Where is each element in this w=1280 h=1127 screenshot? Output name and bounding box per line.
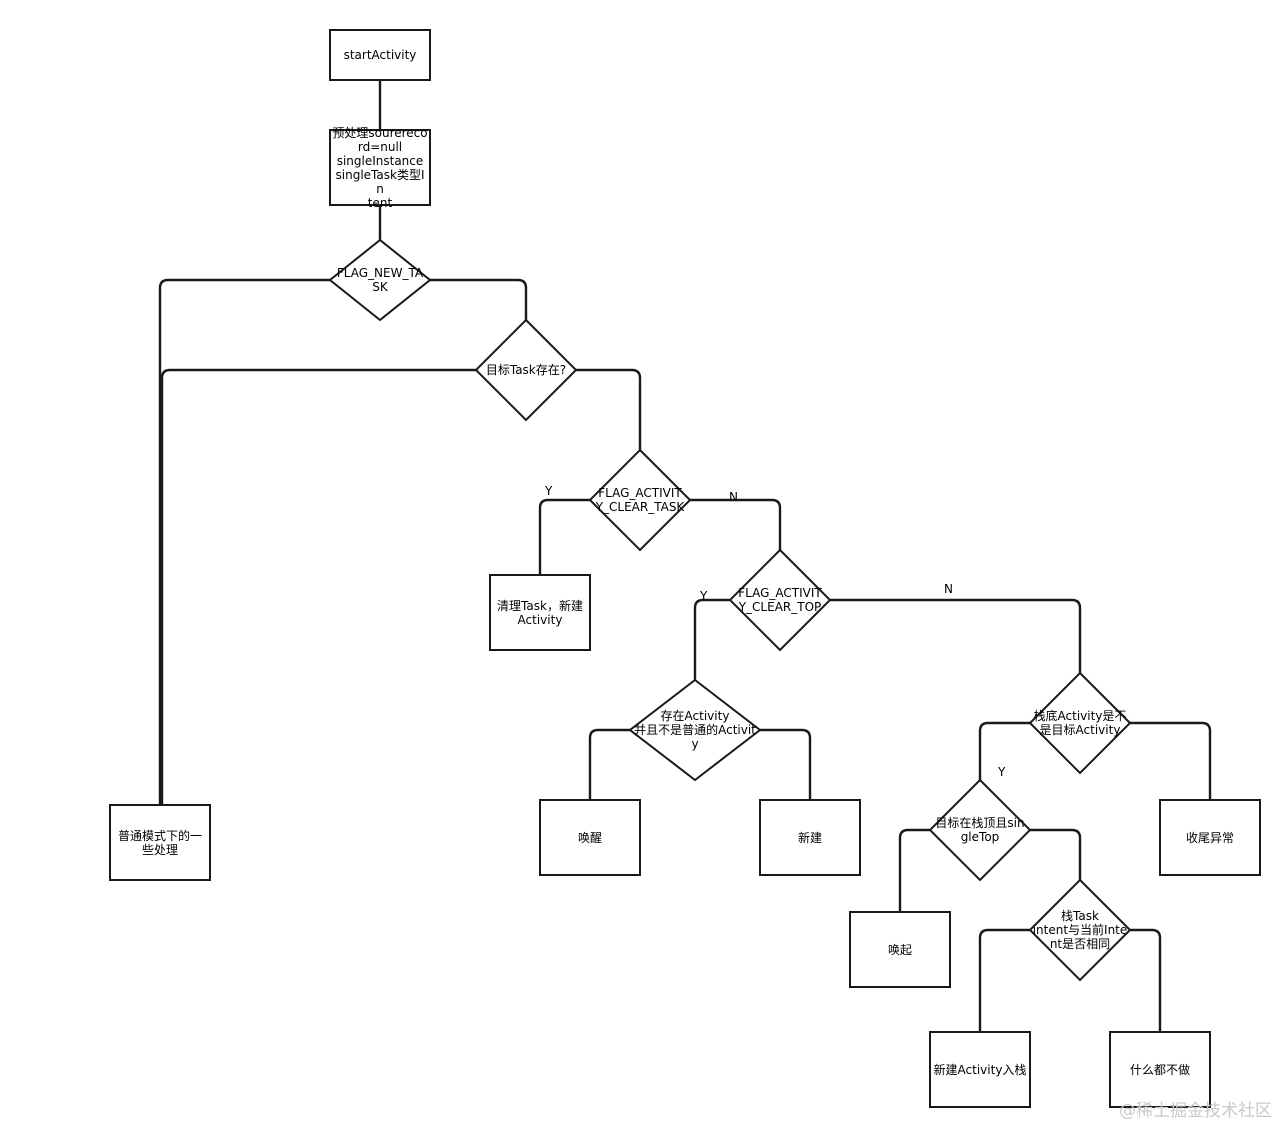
diamond-flag-new-task bbox=[328, 238, 432, 322]
diamond-flag-clear-task bbox=[588, 448, 692, 552]
do-nothing-label: 什么都不做 bbox=[1129, 1062, 1190, 1077]
edge-intent-same-left bbox=[978, 928, 1030, 1032]
process-boxes bbox=[109, 29, 1261, 1108]
flag-new-task-label: FLAG_NEW_TA SK bbox=[336, 266, 424, 294]
edge-bottom-target-right bbox=[1130, 721, 1212, 800]
edge-bottom-target-left bbox=[978, 721, 1030, 780]
diamond-task-intent-same bbox=[1028, 878, 1132, 982]
wake-label: 唤醒 bbox=[577, 830, 602, 845]
watermark: @稀土掘金技术社区 bbox=[1119, 1101, 1272, 1121]
box-finish-abnormal bbox=[1159, 799, 1261, 876]
singletop-yes-label: Y bbox=[998, 765, 1006, 779]
connectors bbox=[158, 80, 1212, 1032]
edge-new-task-left bbox=[158, 278, 330, 805]
edge-exists-left bbox=[588, 728, 630, 800]
diamond-flag-clear-top bbox=[728, 548, 832, 652]
edge-clear-task-no bbox=[690, 498, 782, 550]
clear-task-no-label: N bbox=[729, 490, 738, 504]
diamond-target-task-exists bbox=[474, 318, 578, 422]
box-wake-up bbox=[849, 911, 951, 988]
target-on-top-label: 目标在栈顶且sin gleTop bbox=[935, 816, 1025, 844]
create-label: 新建 bbox=[797, 830, 822, 845]
task-intent-same-label: 栈Task intent与当前Inte nt是否相同 bbox=[1032, 909, 1128, 951]
box-create bbox=[759, 799, 861, 876]
box-preprocess bbox=[329, 129, 431, 206]
clear-top-no-label: N bbox=[944, 582, 953, 596]
wake-up-label: 唤起 bbox=[887, 942, 912, 957]
diamond-bottom-is-target bbox=[1028, 671, 1132, 775]
target-task-exists-label: 目标Task存在? bbox=[485, 363, 567, 377]
new-activity-push-label: 新建Activity入栈 bbox=[933, 1062, 1027, 1077]
box-new-activity-push bbox=[929, 1031, 1031, 1108]
edge-singletop-right bbox=[1030, 828, 1082, 880]
diamond-exists-activity bbox=[628, 678, 762, 782]
flag-clear-task-label: FLAG_ACTIVIT Y_CLEAR_TASK bbox=[595, 486, 685, 514]
box-start bbox=[329, 29, 431, 81]
clear-top-yes-label: Y bbox=[700, 589, 708, 603]
diamond-target-on-top bbox=[928, 778, 1032, 882]
edge-intent-same-right bbox=[1130, 928, 1162, 1032]
clear-task-yes-label: Y bbox=[545, 484, 553, 498]
box-clear-task-new bbox=[489, 574, 591, 651]
box-do-nothing bbox=[1109, 1031, 1211, 1108]
edge-task-exists-right bbox=[576, 368, 642, 450]
normal-mode-label: 普通模式下的一 些处理 bbox=[117, 828, 202, 857]
bottom-is-target-label: 栈底Activity是不 是目标Activity bbox=[1033, 709, 1127, 737]
edge-clear-top-yes bbox=[693, 598, 730, 680]
edge-task-exists-left bbox=[160, 368, 476, 805]
edge-clear-task-yes bbox=[538, 498, 590, 575]
box-normal-mode bbox=[109, 804, 211, 881]
preprocess-label: 预处理sourereco rd=null singleInstance sing… bbox=[332, 125, 428, 210]
exists-activity-label: 存在Activity 并且不是普通的Activit y bbox=[634, 709, 756, 751]
edge-singletop-left bbox=[898, 828, 930, 912]
edge-new-task-right bbox=[430, 278, 528, 320]
box-wake bbox=[539, 799, 641, 876]
edge-exists-right bbox=[760, 728, 812, 800]
finish-abnormal-label: 收尾异常 bbox=[1185, 830, 1234, 845]
clear-task-new-label: 清理Task，新建 Activity bbox=[497, 598, 583, 627]
edge-clear-top-no bbox=[830, 598, 1082, 673]
flag-clear-top-label: FLAG_ACTIVIT Y_CLEAR_TOP bbox=[738, 586, 822, 614]
start-label: startActivity bbox=[343, 48, 417, 62]
decision-diamonds bbox=[328, 238, 1132, 982]
